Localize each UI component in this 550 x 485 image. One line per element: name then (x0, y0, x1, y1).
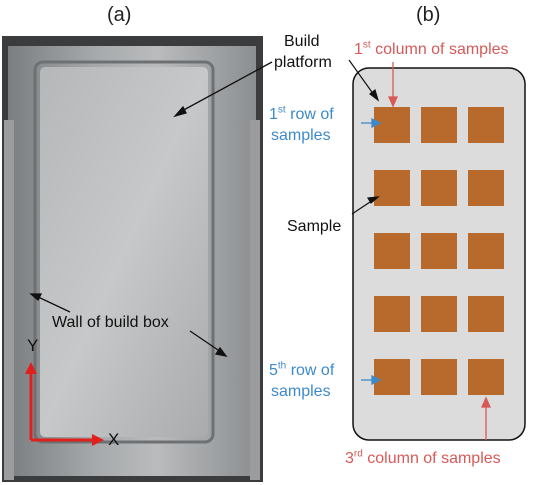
panel-label-b: (b) (416, 4, 441, 26)
wall-label: Wall of build box (52, 314, 169, 331)
x-axis-label: X (108, 430, 120, 449)
fifth-row-label: 5th row of (269, 360, 335, 379)
first-row-label-line2: samples (271, 127, 331, 144)
platform-label-line2: platform (274, 54, 332, 71)
build-platform-edge (33, 60, 215, 444)
build-label-line1: Build (284, 33, 320, 50)
x-axis-arrowhead (92, 434, 104, 446)
xy-axes (25, 362, 104, 446)
sample-label: Sample (287, 218, 342, 235)
y-axis-label: Y (27, 336, 39, 355)
fifth-row-label-line2: samples (271, 383, 331, 400)
first-column-label: 1st column of samples (354, 39, 509, 58)
third-column-label: 3rd column of samples (345, 448, 501, 467)
first-row-label: 1st row of (269, 104, 334, 123)
panel-label-a: (a) (107, 4, 132, 26)
build-platform-surface (40, 67, 208, 437)
y-axis-arrowhead (25, 362, 37, 374)
